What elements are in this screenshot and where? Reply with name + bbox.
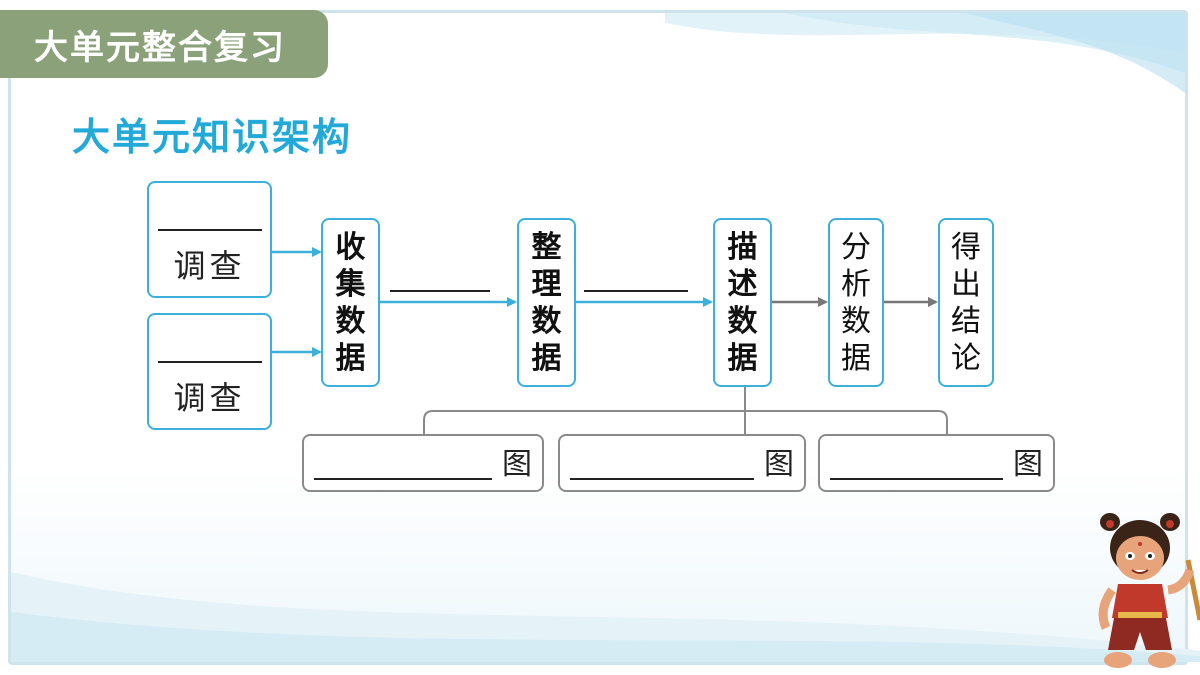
step-char: 据 [841, 340, 871, 376]
survey-label-1: 调查 [173, 247, 246, 285]
step-char: 据 [335, 340, 366, 376]
step-char: 数 [841, 303, 871, 339]
fill-blank-graph-1[interactable] [314, 476, 492, 480]
graph-label-1: 图 [502, 447, 532, 482]
survey-box-1: 调查 [147, 181, 272, 298]
step-char: 分 [841, 229, 871, 265]
graph-box-1: 图 [302, 434, 544, 492]
bracket-to-graph-types [423, 386, 948, 434]
step-collect-data: 收集数据 [321, 218, 380, 387]
step-char: 据 [531, 340, 562, 376]
section-title: 大单元知识架构 [72, 114, 353, 159]
fill-blank-survey-2[interactable] [157, 317, 262, 363]
step-analyze-data: 分析数据 [828, 218, 884, 387]
step-char: 出 [951, 266, 981, 302]
step-char: 论 [951, 340, 981, 376]
fill-blank-organize-method[interactable] [584, 290, 688, 292]
step-char: 收 [335, 229, 366, 265]
step-char: 数 [727, 303, 758, 339]
step-char: 结 [951, 303, 981, 339]
step-char: 描 [727, 229, 758, 265]
step-describe-data: 描述数据 [713, 218, 772, 387]
survey-label-2: 调查 [173, 379, 246, 417]
fill-blank-graph-3[interactable] [830, 476, 1003, 480]
step-char: 集 [335, 266, 366, 302]
step-char: 数 [335, 303, 366, 339]
step-char: 整 [531, 229, 562, 265]
step-char: 析 [841, 266, 871, 302]
decorative-wave-bottom [11, 572, 1200, 662]
step-organize-data: 整理数据 [517, 218, 576, 387]
cartoon-character-icon [1098, 513, 1200, 668]
header-title-tab: 大单元整合复习 [0, 10, 328, 78]
step-char: 数 [531, 303, 562, 339]
decorative-wave-top [665, 13, 1185, 93]
step-draw-conclusion: 得出结论 [938, 218, 994, 387]
survey-box-2: 调查 [147, 313, 272, 430]
step-char: 述 [727, 266, 758, 302]
graph-box-2: 图 [558, 434, 806, 492]
step-char: 得 [951, 229, 981, 265]
fill-blank-collect-method[interactable] [390, 290, 490, 292]
header-title: 大单元整合复习 [34, 27, 286, 68]
step-char: 据 [727, 340, 758, 376]
graph-box-3: 图 [818, 434, 1055, 492]
graph-label-3: 图 [1013, 447, 1043, 482]
fill-blank-graph-2[interactable] [570, 476, 754, 480]
graph-label-2: 图 [764, 447, 794, 482]
step-char: 理 [531, 266, 562, 302]
fill-blank-survey-1[interactable] [157, 185, 262, 231]
